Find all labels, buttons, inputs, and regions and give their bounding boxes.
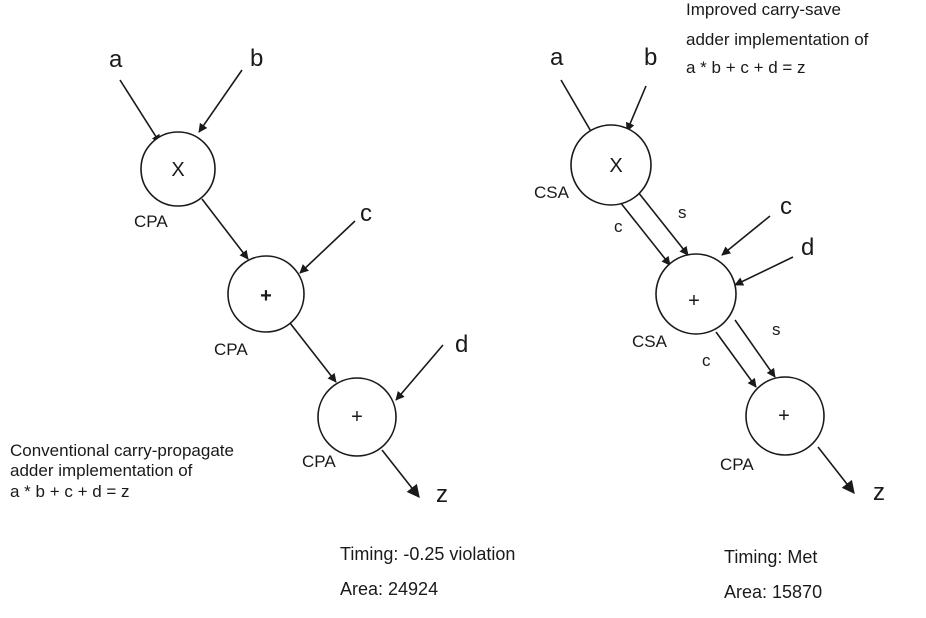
edge-sum-add1-to-add2 bbox=[734, 319, 776, 378]
edge-a-to-mult bbox=[119, 79, 161, 144]
multiply-symbol: X bbox=[171, 159, 184, 181]
node-type-label: CSA bbox=[534, 183, 570, 202]
output-z-label: z bbox=[873, 479, 885, 506]
right-diagram: X + + CSA CSA CPA c s c s a b c d z Impr… bbox=[534, 0, 885, 602]
adder-node-2 bbox=[317, 377, 397, 457]
edge-b-to-mult bbox=[198, 69, 243, 133]
edge-d-to-add1 bbox=[734, 256, 794, 286]
caption-line: Improved carry-save bbox=[686, 0, 841, 19]
edge-carry-mult-to-add1 bbox=[619, 201, 671, 266]
edge-c-to-add1 bbox=[721, 215, 771, 256]
caption-line: adder implementation of bbox=[10, 461, 193, 480]
area-result: Area: 24924 bbox=[340, 579, 438, 599]
sum-label: s bbox=[772, 320, 781, 339]
adder-node-1 bbox=[227, 255, 305, 333]
carry-label: c bbox=[702, 351, 711, 370]
input-c-label: c bbox=[780, 193, 792, 220]
caption-line: adder implementation of bbox=[686, 30, 869, 49]
edge-b-to-mult bbox=[626, 85, 647, 132]
sum-label: s bbox=[678, 203, 687, 222]
plus-symbol: + bbox=[260, 285, 272, 307]
edge-mult-to-add1 bbox=[201, 198, 249, 260]
caption-line: a * b + c + d = z bbox=[686, 58, 806, 77]
adder-node-2 bbox=[745, 376, 825, 456]
node-type-label: CPA bbox=[134, 212, 168, 231]
node-type-label: CPA bbox=[720, 455, 754, 474]
caption-line: a * b + c + d = z bbox=[10, 482, 130, 501]
output-z-label: z bbox=[436, 481, 448, 508]
plus-symbol: + bbox=[688, 290, 700, 312]
timing-result: Timing: -0.25 violation bbox=[340, 544, 515, 564]
node-type-label: CSA bbox=[632, 332, 668, 351]
adder-node-1 bbox=[655, 253, 737, 335]
input-d-label: d bbox=[801, 234, 814, 261]
input-a-label: a bbox=[550, 44, 564, 71]
edge-carry-add1-to-add2 bbox=[715, 331, 757, 388]
input-b-label: b bbox=[250, 45, 263, 72]
area-result: Area: 15870 bbox=[724, 582, 822, 602]
edge-add2-to-z bbox=[381, 449, 420, 499]
edge-sum-mult-to-add1 bbox=[637, 191, 689, 256]
multiplier-node bbox=[140, 131, 216, 207]
edge-add2-to-z bbox=[817, 446, 855, 495]
plus-symbol: + bbox=[778, 405, 790, 427]
carry-label: c bbox=[614, 217, 623, 236]
node-type-label: CPA bbox=[302, 452, 336, 471]
multiplier-node bbox=[570, 124, 652, 206]
input-d-label: d bbox=[455, 331, 468, 358]
edge-d-to-add2 bbox=[395, 344, 444, 401]
node-type-label: CPA bbox=[214, 340, 248, 359]
caption-line: Conventional carry-propagate bbox=[10, 441, 234, 460]
multiply-symbol: X bbox=[609, 155, 622, 177]
timing-result: Timing: Met bbox=[724, 547, 817, 567]
left-diagram: X + + CPA CPA CPA a b c d z Conventional… bbox=[10, 45, 515, 599]
input-c-label: c bbox=[360, 200, 372, 227]
edge-c-to-add1 bbox=[299, 220, 356, 274]
plus-symbol: + bbox=[351, 406, 363, 428]
input-b-label: b bbox=[644, 44, 657, 71]
input-a-label: a bbox=[109, 46, 123, 73]
edge-add1-to-add2 bbox=[289, 322, 337, 383]
